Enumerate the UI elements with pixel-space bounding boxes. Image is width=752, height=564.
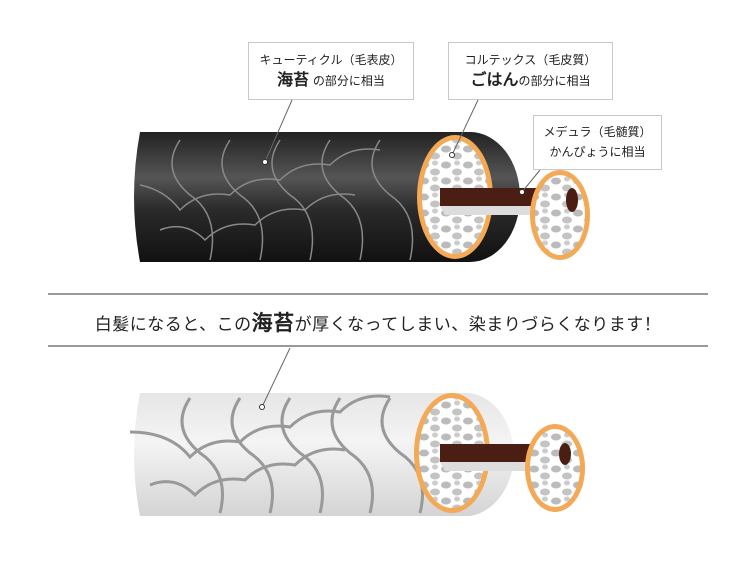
cortex-title: コルテックス（毛皮質） (464, 53, 597, 67)
cortex-rest: の部分に相当 (518, 74, 591, 88)
headline: 白髪になると、この海苔が厚くなってしまい、染まりづらくなります！ (48, 307, 708, 337)
black-hair (134, 99, 590, 262)
divider-top (48, 293, 708, 295)
cuticle-scales (139, 139, 414, 261)
cuticle-title: キューティクル（毛表皮） (259, 53, 403, 67)
cortex-pointer (451, 99, 479, 156)
headline-after: が厚くなってしまい、染まりづらくなります！ (294, 315, 662, 335)
cuticle-pointer (264, 99, 293, 163)
medulla-title: メデュラ（毛髄質） (543, 125, 652, 139)
medulla-label: メデュラ（毛髄質） かんぴょうに相当 (533, 115, 662, 170)
headline-before: 白髪になると、この (94, 315, 252, 335)
gray-hair (129, 347, 585, 516)
medulla-rest: かんぴょうに相当 (549, 145, 646, 159)
cuticle-label: キューティクル（毛表皮） 海苔 の部分に相当 (248, 42, 414, 100)
cortex-label: コルテックス（毛皮質） ごはんの部分に相当 (448, 42, 613, 100)
medulla-pointer (521, 169, 541, 193)
thick-cuticle-scales (129, 394, 424, 514)
headline-strong: 海苔 (251, 311, 295, 335)
divider-bottom (48, 345, 708, 347)
cuticle-strong: 海苔 (277, 70, 310, 89)
cuticle-rest: の部分に相当 (312, 74, 385, 88)
cortex-strong: ごはん (470, 70, 519, 89)
cuticle-pointer-gray (261, 347, 291, 408)
